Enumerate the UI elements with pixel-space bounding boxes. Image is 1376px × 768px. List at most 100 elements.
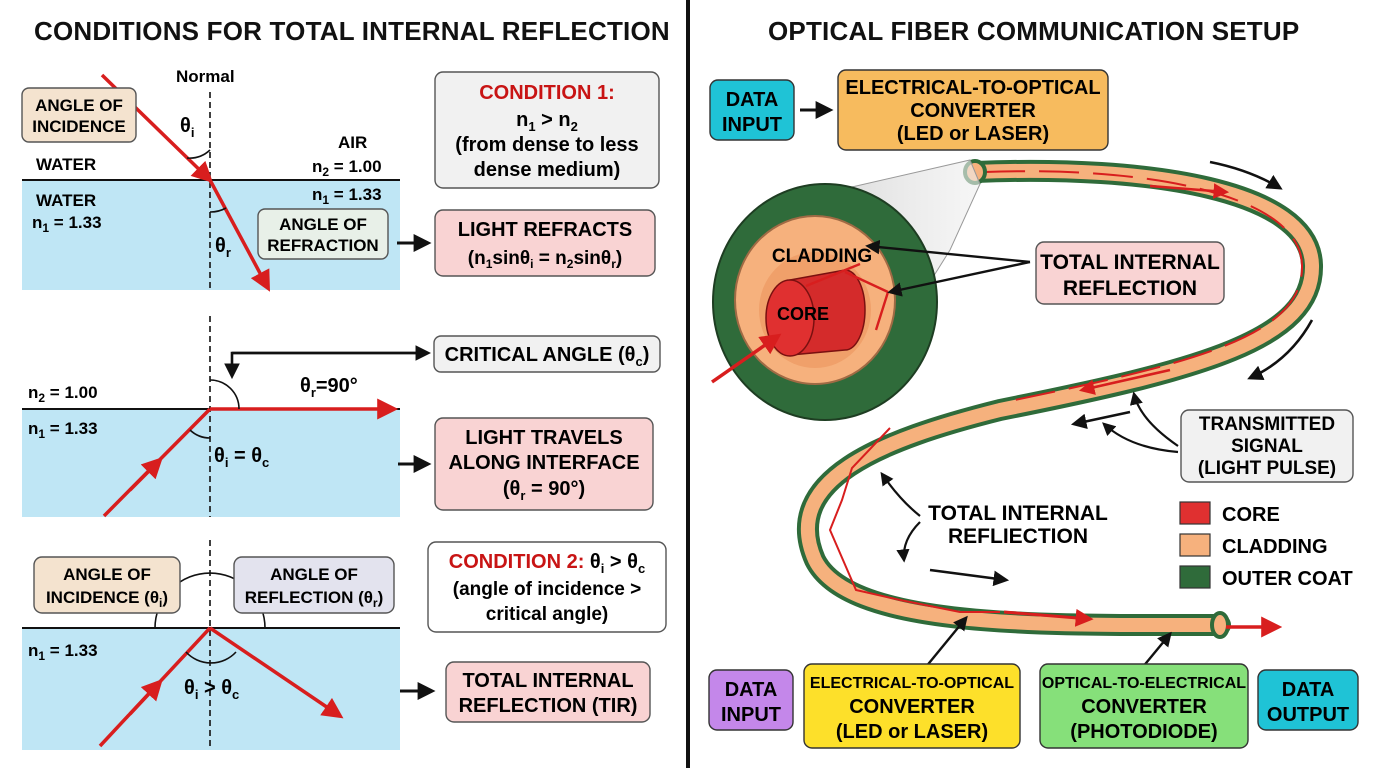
svg-text:OUTPUT: OUTPUT [1267, 704, 1349, 726]
svg-text:n1 > n2: n1 > n2 [516, 109, 578, 134]
flow-arrow-4 [929, 568, 1010, 587]
theta-r-arc-1 [209, 207, 227, 213]
svg-text:CONVERTER: CONVERTER [1081, 696, 1207, 718]
svg-text:LIGHT TRAVELS: LIGHT TRAVELS [465, 427, 622, 449]
condition-2-box: CONDITION 2: θi > θc (angle of incidence… [427, 541, 667, 633]
core-label: CORE [777, 304, 829, 324]
flow-arrow-3 [1070, 410, 1131, 430]
flow-arrow-1 [1209, 160, 1283, 190]
svg-text:CONDITION 1:: CONDITION 1: [479, 82, 615, 104]
critical-angle-box: CRITICAL ANGLE (θc) [433, 335, 661, 373]
inside-arc-3 [185, 651, 237, 664]
panel-critical-angle: CRITICAL ANGLE (θc) θr=90° n2 = 1.00 n1 … [22, 316, 661, 518]
tir-pointer-1 [865, 239, 1031, 264]
angle-incidence-box: ANGLE OF INCIDENCE [21, 87, 137, 143]
legend-label-outer-coat: OUTER COAT [1222, 568, 1353, 590]
svg-text:(LED or LASER): (LED or LASER) [836, 721, 988, 743]
tir-box-right: TOTAL INTERNAL REFLECTION [1035, 241, 1225, 305]
e2o-top-box: ELECTRICAL-TO-OPTICAL CONVERTER (LED or … [837, 69, 1109, 151]
incident-ray-2-arrowhead [128, 457, 163, 492]
signal-arrow-2 [1078, 368, 1171, 395]
condition-1-box: CONDITION 1: n1 > n2 (from dense to less… [434, 71, 660, 189]
fiber-output-ray [1003, 608, 1094, 627]
water-top-label: WATER [36, 155, 96, 174]
left-title: CONDITIONS FOR TOTAL INTERNAL REFLECTION [34, 16, 670, 46]
legend-label-cladding: CLADDING [1222, 536, 1328, 558]
svg-text:(angle of incidence >: (angle of incidence > [453, 579, 641, 600]
svg-text:ANGLE OF: ANGLE OF [63, 565, 151, 584]
svg-text:INCIDENCE (θi): INCIDENCE (θi) [46, 588, 168, 610]
air-label: AIR [338, 133, 367, 152]
legend-label-core: CORE [1222, 504, 1280, 526]
svg-text:INPUT: INPUT [721, 704, 781, 726]
fiber-panel: DATA INPUT ELECTRICAL-TO-OPTICAL CONVERT… [708, 69, 1359, 749]
svg-text:ANGLE OF: ANGLE OF [35, 96, 123, 115]
tir-bottom-pointer-2 [896, 521, 921, 563]
svg-text:CRITICAL ANGLE (θc): CRITICAL ANGLE (θc) [445, 344, 650, 369]
svg-text:CONVERTER: CONVERTER [910, 100, 1036, 122]
input-light-ray [710, 333, 782, 384]
incidence-box-3: ANGLE OF INCIDENCE (θi) [33, 556, 181, 614]
svg-text:(PHOTODIODE): (PHOTODIODE) [1070, 721, 1217, 743]
tir-label-bottom-1: TOTAL INTERNAL [928, 502, 1108, 525]
n1-right-label-1: n1 = 1.33 [312, 185, 382, 207]
o2e-bottom-pointer [1141, 631, 1172, 669]
svg-text:(LED or LASER): (LED or LASER) [897, 123, 1049, 145]
theta-i-label-1: θi [180, 115, 194, 140]
fiber-output-end [1210, 611, 1230, 639]
svg-text:OPTICAL-TO-ELECTRICAL: OPTICAL-TO-ELECTRICAL [1042, 675, 1246, 692]
refracted-ray-1 [208, 179, 270, 292]
reflected-ray [209, 626, 344, 719]
n1-label-3: n1 = 1.33 [28, 641, 98, 663]
svg-text:INCIDENCE: INCIDENCE [32, 117, 126, 136]
angle-refraction-box: ANGLE OF REFRACTION [257, 208, 389, 260]
transmitted-pointer-2 [1102, 422, 1179, 454]
signal-arrow-1 [1149, 183, 1230, 199]
svg-text:TOTAL INTERNAL: TOTAL INTERNAL [462, 670, 633, 692]
water-label-1: WATER [36, 191, 96, 210]
svg-text:ANGLE OF: ANGLE OF [270, 565, 358, 584]
svg-text:(from dense to less: (from dense to less [455, 134, 638, 156]
svg-text:DATA: DATA [1282, 679, 1335, 701]
panel-tir: ANGLE OF INCIDENCE (θi) ANGLE OF REFLECT… [22, 540, 667, 750]
light-travels-box: LIGHT TRAVELS ALONG INTERFACE (θr = 90°) [434, 417, 654, 511]
fiber-cladding [801, 163, 1320, 633]
theta-i-gt-theta-c: θi > θc [184, 677, 239, 702]
svg-text:dense medium): dense medium) [474, 159, 621, 181]
svg-text:ANGLE OF: ANGLE OF [279, 215, 367, 234]
n1-left-label-1: n1 = 1.33 [32, 213, 102, 235]
svg-text:TRANSMITTED: TRANSMITTED [1199, 414, 1335, 435]
theta-c-arc [189, 429, 211, 439]
svg-text:SIGNAL: SIGNAL [1231, 436, 1303, 457]
legend-swatch-core [1179, 501, 1211, 525]
svg-text:INPUT: INPUT [722, 114, 782, 136]
svg-text:critical angle): critical angle) [486, 604, 609, 625]
grazing-arc [209, 379, 240, 410]
svg-text:(θr = 90°): (θr = 90°) [503, 478, 585, 503]
reflection-box-3: ANGLE OF REFLECTION (θr) [233, 556, 395, 614]
cladding-label: CLADDING [772, 246, 872, 267]
tir-pointer-2 [887, 260, 1031, 297]
legend: CORE CLADDING OUTER COAT [1179, 501, 1353, 590]
n2-label-1: n2 = 1.00 [312, 157, 382, 179]
tir-bottom-pointer-1 [880, 471, 921, 517]
transmitted-pointer-1 [1129, 391, 1179, 447]
svg-text:CONDITION 2: θi > θc: CONDITION 2: θi > θc [449, 551, 645, 576]
svg-text:TOTAL INTERNAL: TOTAL INTERNAL [1040, 251, 1220, 274]
fiber-core-signal [984, 170, 1304, 403]
tir-box: TOTAL INTERNAL REFLECTION (TIR) [445, 661, 651, 723]
fiber-zigzag [828, 427, 1000, 613]
normal-label: Normal [176, 67, 235, 86]
critical-pointer [224, 351, 420, 380]
light-refracts-box: LIGHT REFRACTS (n1sinθi = n2sinθr) [434, 209, 656, 277]
theta-r-label-1: θr [215, 235, 231, 260]
svg-text:REFLECTION (θr): REFLECTION (θr) [245, 588, 384, 610]
data-input-bottom-box: DATA INPUT [708, 669, 794, 731]
svg-text:DATA: DATA [726, 89, 779, 111]
e2o-bottom-pointer [924, 615, 968, 669]
svg-text:CONVERTER: CONVERTER [849, 696, 975, 718]
theta-i-arc-1 [186, 149, 211, 159]
theta-r-90-label: θr=90° [300, 375, 358, 400]
tir-label-bottom-2: REFLIECTION [948, 525, 1088, 548]
